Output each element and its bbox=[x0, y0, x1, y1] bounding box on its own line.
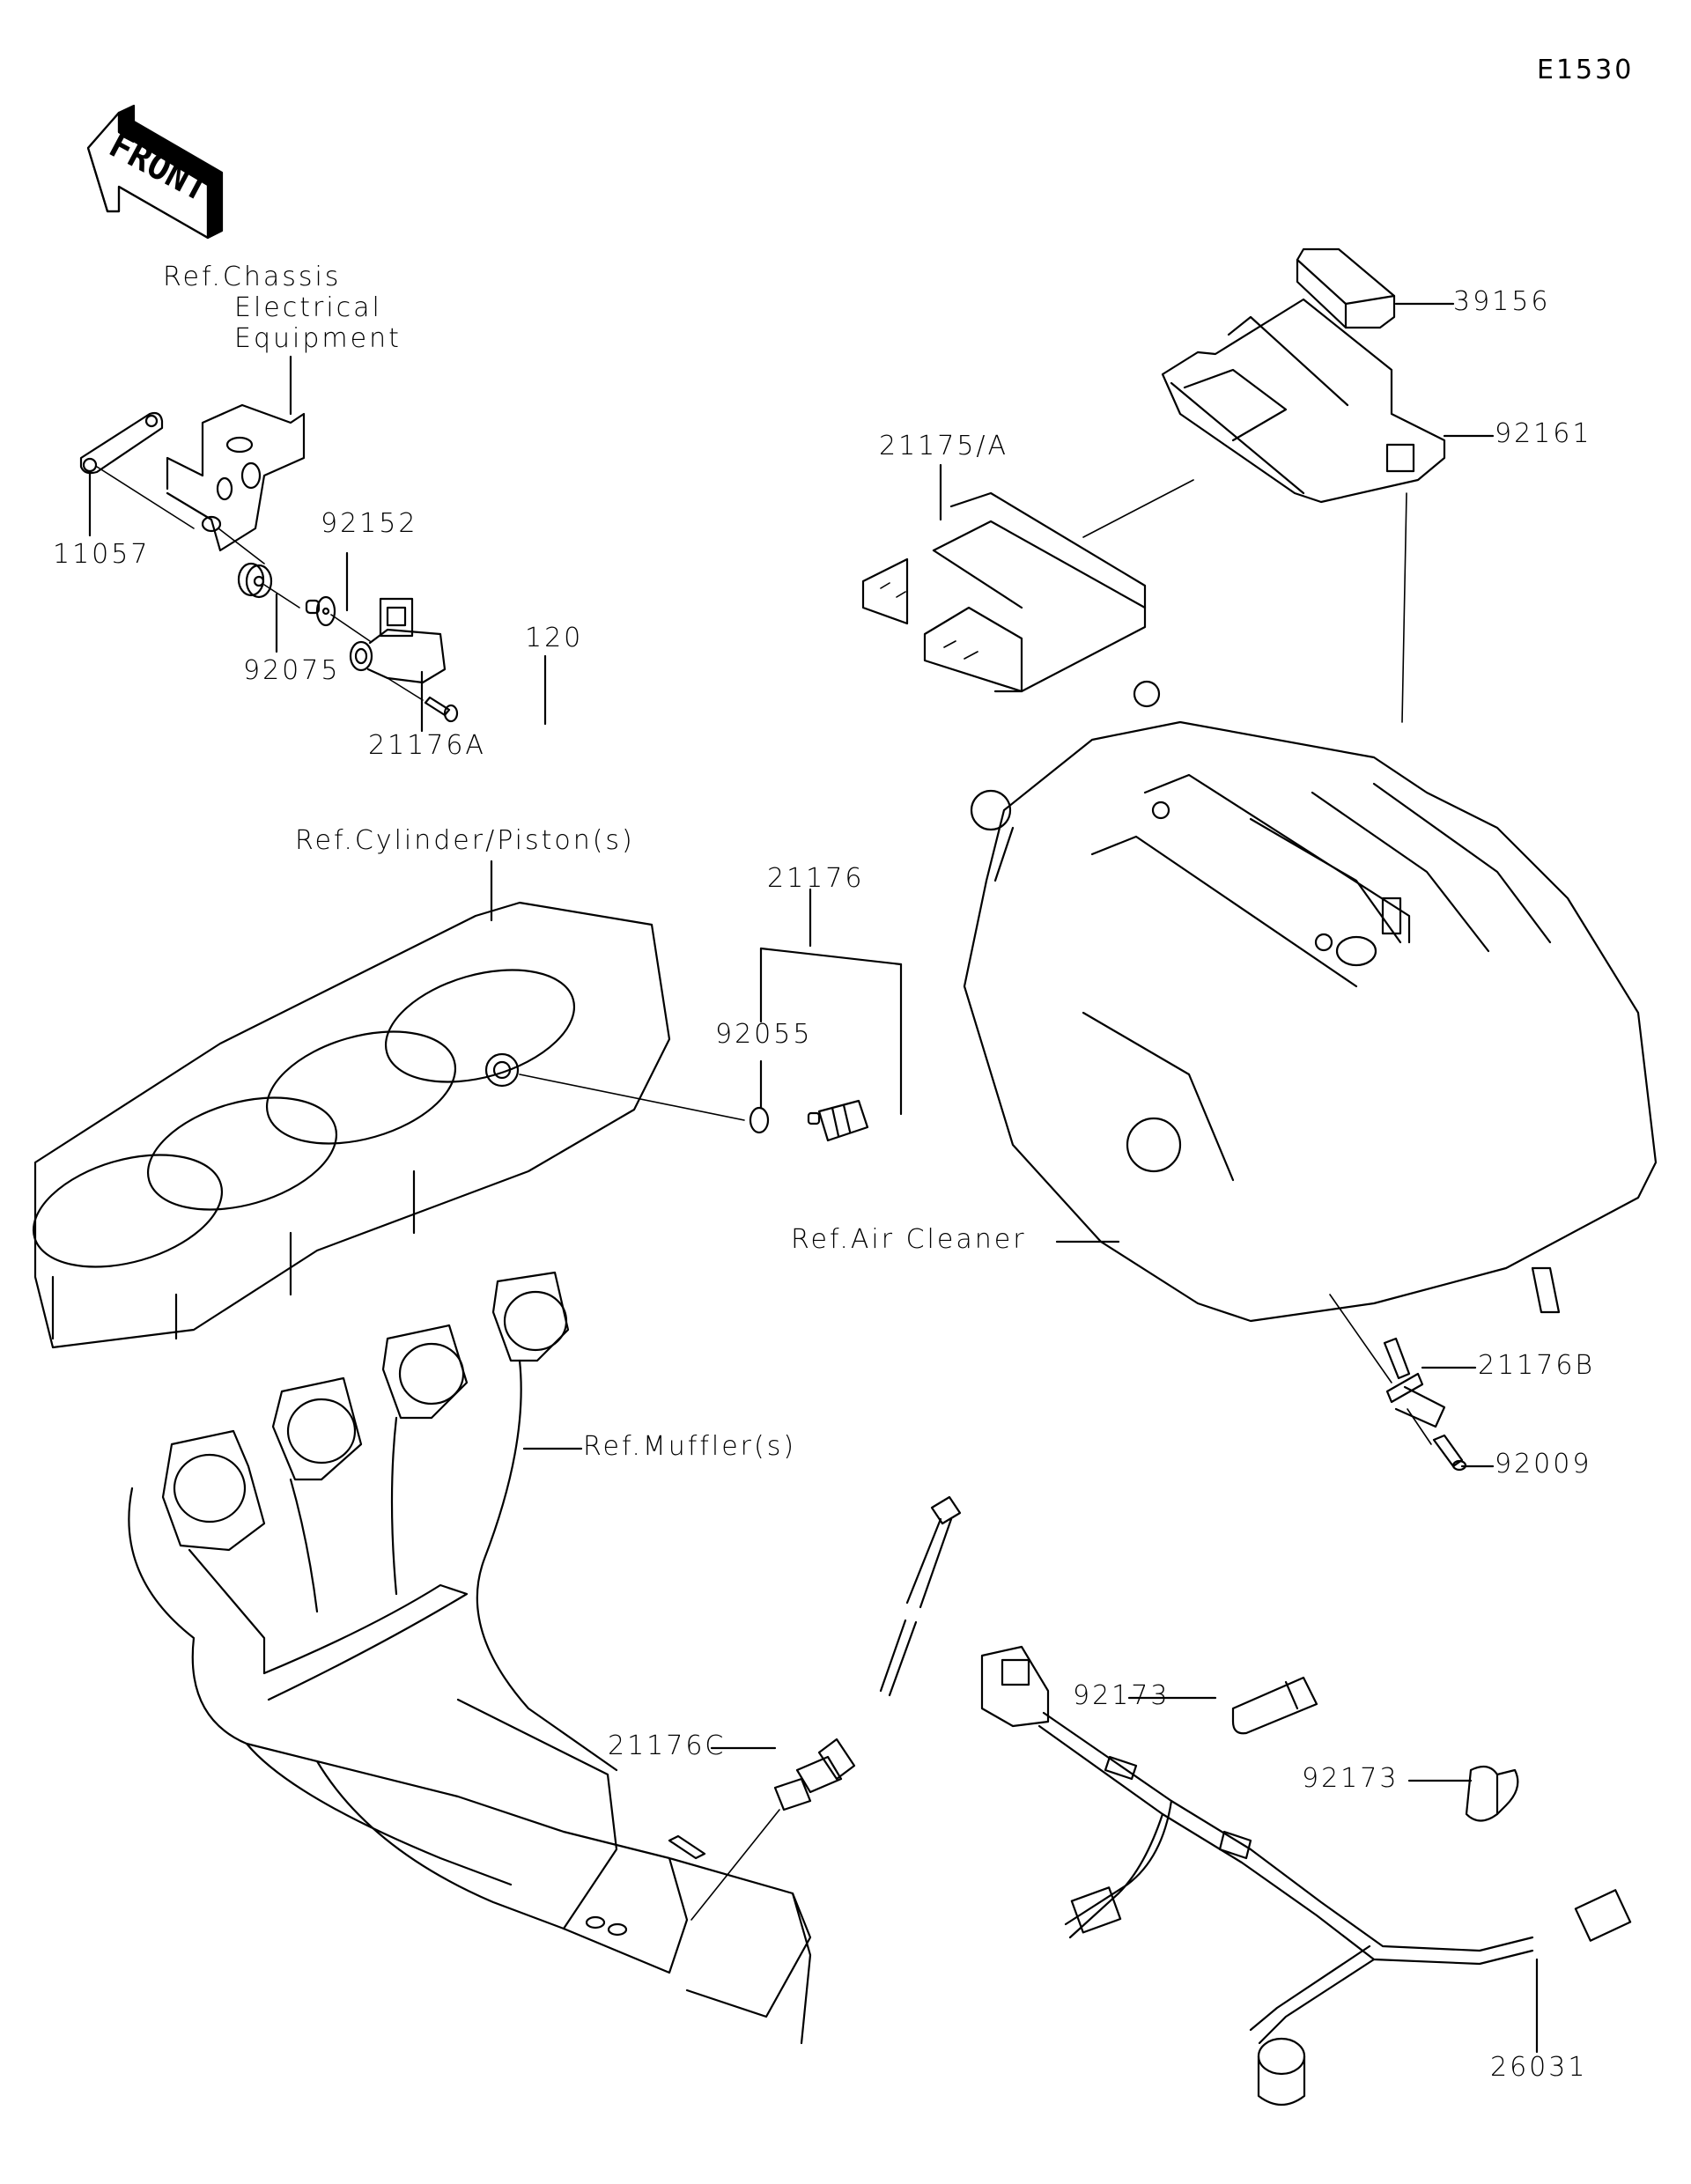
part-number-92009[interactable]: 92009 bbox=[1495, 1449, 1592, 1479]
cylinder-block-drawing bbox=[32, 901, 745, 1349]
screw-drawing bbox=[1432, 1434, 1467, 1472]
leader-lines bbox=[88, 302, 1539, 2054]
ref-air-cleaner-label: Ref.Air Cleaner bbox=[791, 1224, 1027, 1255]
part-number-92152[interactable]: 92152 bbox=[321, 508, 418, 539]
washer-drawing bbox=[749, 1106, 770, 1134]
grommet-drawing bbox=[237, 562, 300, 609]
bracket-assembly-drawing bbox=[79, 403, 306, 564]
ref-chassis-label-line1: Ref.Chassis bbox=[163, 262, 342, 292]
ref-chassis-label-line2: Electrical bbox=[234, 292, 382, 323]
ecu-case-drawing bbox=[1161, 298, 1446, 723]
oxygen-sensor-drawing bbox=[690, 1495, 962, 1921]
water-temp-sensor-drawing bbox=[807, 1099, 869, 1142]
harness-clamp-drawing bbox=[1231, 1676, 1318, 1735]
intake-air-temp-sensor-drawing bbox=[1329, 1294, 1446, 1445]
ref-cylinder-label: Ref.Cylinder/Piston(s) bbox=[295, 825, 635, 856]
part-number-92055[interactable]: 92055 bbox=[715, 1019, 813, 1050]
part-number-21176c[interactable]: 21176C bbox=[608, 1730, 727, 1761]
part-number-21176[interactable]: 21176 bbox=[767, 863, 865, 894]
tilt-sensor-drawing bbox=[349, 597, 459, 723]
part-number-11057[interactable]: 11057 bbox=[53, 539, 151, 570]
part-number-92161[interactable]: 92161 bbox=[1495, 418, 1592, 449]
wiring-harness-drawing bbox=[980, 1645, 1632, 2107]
part-number-92075[interactable]: 92075 bbox=[243, 655, 341, 686]
part-number-39156[interactable]: 39156 bbox=[1453, 286, 1551, 317]
air-cleaner-drawing bbox=[963, 680, 1658, 1323]
part-number-21175a[interactable]: 21175/A bbox=[879, 431, 1009, 461]
foam-pad-drawing bbox=[1296, 247, 1396, 329]
part-number-120[interactable]: 120 bbox=[525, 623, 584, 653]
front-arrow-icon: FRONT bbox=[86, 104, 224, 240]
part-number-92173-clamp[interactable]: 92173 bbox=[1073, 1680, 1170, 1711]
exhaust-header-drawing bbox=[128, 1271, 812, 2045]
part-number-21176b[interactable]: 21176B bbox=[1478, 1350, 1596, 1381]
part-number-26031[interactable]: 26031 bbox=[1490, 2052, 1588, 2083]
ref-chassis-label-line3: Equipment bbox=[234, 323, 402, 354]
part-number-92173-band[interactable]: 92173 bbox=[1302, 1763, 1399, 1794]
harness-band-drawing bbox=[1465, 1765, 1519, 1822]
ref-muffler-label: Ref.Muffler(s) bbox=[583, 1431, 797, 1462]
ecu-drawing bbox=[861, 479, 1194, 693]
part-number-21176a[interactable]: 21176A bbox=[368, 730, 486, 761]
collar-drawing bbox=[305, 595, 371, 642]
diagram-id: E1530 bbox=[1537, 55, 1635, 85]
